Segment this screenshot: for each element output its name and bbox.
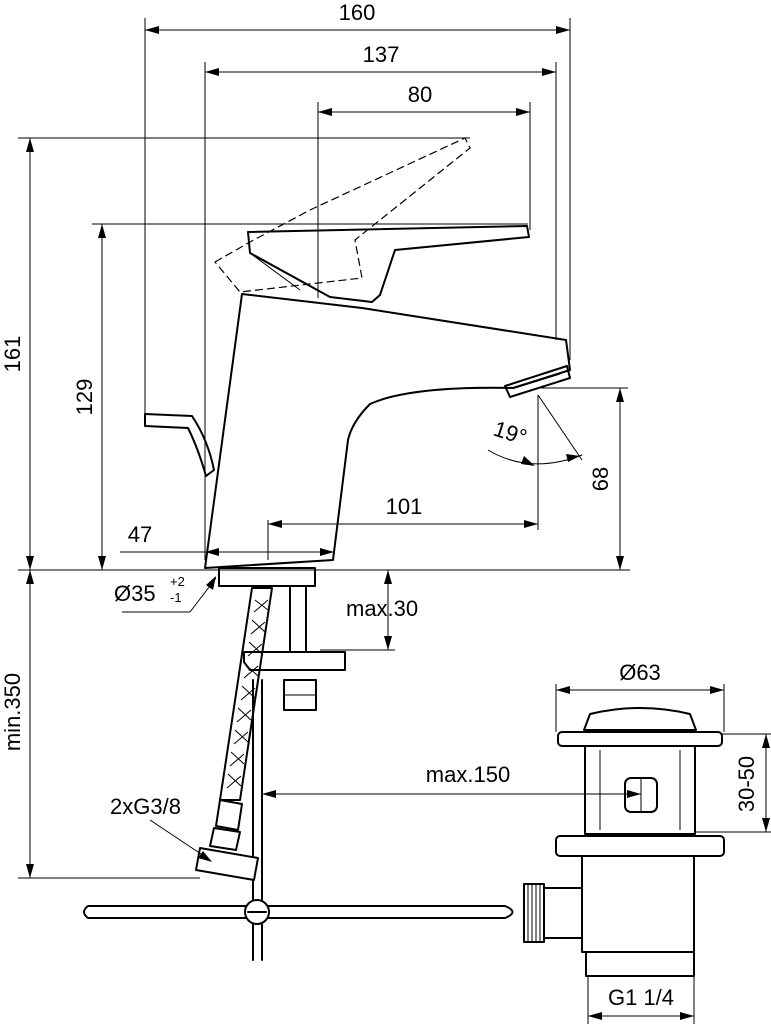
faucet-lever [144, 137, 530, 477]
label-width-lever: 80 [408, 82, 432, 107]
label-waste-diameter: Ø63 [619, 660, 661, 685]
label-reach: 101 [386, 494, 423, 519]
label-max-rod: max.150 [426, 762, 510, 787]
label-bore-diameter: Ø35 [114, 581, 156, 606]
label-base-width: 47 [128, 522, 152, 547]
label-width-total: 160 [339, 0, 376, 25]
label-min-hose: min.350 [0, 673, 25, 751]
faucet-body [204, 293, 571, 587]
label-waste-thread: G1 1/4 [608, 985, 674, 1010]
dimension-labels: 160 137 80 101 47 161 129 68 19° Ø35 +2 … [0, 0, 759, 1010]
waste-valve [523, 707, 725, 977]
label-height-body: 129 [72, 379, 97, 416]
label-bore-tol-upper: +2 [170, 574, 185, 589]
label-height-total: 161 [0, 336, 25, 373]
label-angle: 19° [491, 416, 530, 450]
label-width-spout: 137 [363, 42, 400, 67]
label-spout-height: 68 [588, 467, 613, 491]
mounting-parts [83, 585, 514, 961]
dimension-lines [18, 18, 771, 1024]
label-waste-height: 30-50 [734, 756, 759, 812]
label-bore-tol-lower: -1 [170, 590, 182, 605]
label-connection: 2xG3/8 [110, 794, 181, 819]
label-max-thickness: max.30 [346, 596, 418, 621]
